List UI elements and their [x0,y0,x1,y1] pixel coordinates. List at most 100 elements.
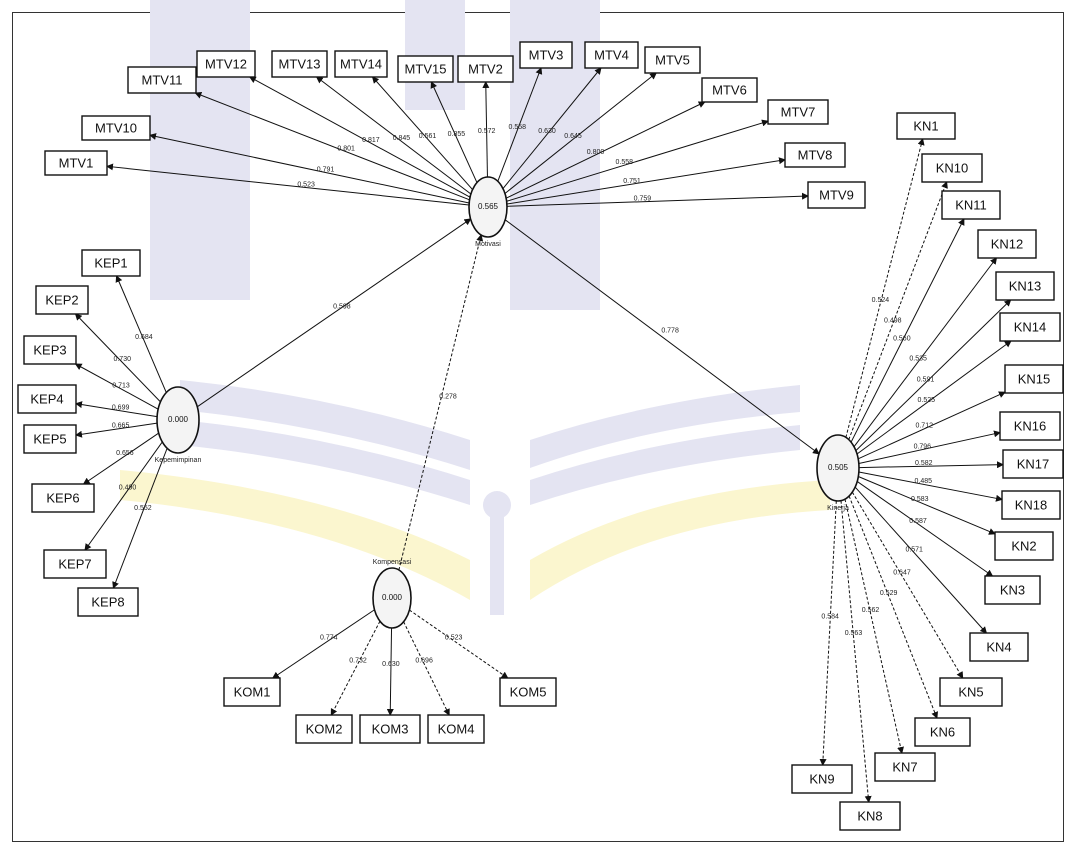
indicator-label-mtv2: MTV2 [468,61,503,76]
path-coefficient-motivasi-kinerja: 0.778 [661,328,679,335]
latent-r2-kompensasi: 0.000 [382,593,403,602]
latent-r2-kepemimpinan: 0.000 [168,415,189,424]
loading-label-kn8: 0.563 [845,630,863,637]
indicator-label-kn16: KN16 [1014,418,1047,433]
indicator-label-kn3: KN3 [1000,582,1025,597]
loading-label-kn11: 0.560 [893,336,911,343]
loading-label-mtv2: 0.572 [478,128,496,135]
loading-label-kn4: 0.571 [905,547,923,554]
loading-label-mtv8: 0.751 [623,178,641,185]
indicator-label-mtv11: MTV11 [142,72,183,87]
indicator-label-kep7: KEP7 [58,556,91,571]
indicator-label-mtv14: MTV14 [340,56,382,71]
indicator-label-mtv6: MTV6 [712,82,747,97]
loading-arrow-kn5 [852,492,962,678]
loading-label-kn1: 0.524 [872,297,890,304]
indicator-label-kn15: KN15 [1018,371,1051,386]
indicator-label-mtv7: MTV7 [781,104,816,119]
latent-name-kompensasi: Kompensasi [373,559,412,566]
loading-label-mtv1: 0.523 [297,181,315,188]
loading-label-kn16: 0.796 [914,443,932,450]
indicator-label-kn17: KN17 [1017,456,1050,471]
indicator-label-kom3: KOM3 [372,721,409,736]
loading-label-kom1: 0.774 [320,634,338,641]
indicator-label-mtv8: MTV8 [798,147,833,162]
indicator-label-kep5: KEP5 [33,431,66,446]
loading-label-mtv5: 0.645 [564,133,582,140]
loading-label-mtv6: 0.800 [587,149,605,156]
loading-arrow-kn11 [851,219,964,442]
loading-label-mtv15: 0.855 [448,131,466,138]
loading-label-kom5: 0.523 [445,634,463,641]
loading-label-kn2: 0.583 [911,496,929,503]
indicator-label-kep2: KEP2 [45,292,78,307]
loading-arrow-kn12 [854,258,996,447]
loading-arrow-kn13 [856,300,1011,451]
loading-label-kn6: 0.529 [880,590,898,597]
latent-r2-motivasi: 0.565 [478,202,499,211]
loading-label-kom2: 0.732 [349,657,367,664]
loading-arrow-kn7 [845,499,902,753]
indicator-label-kep4: KEP4 [30,391,63,406]
loading-label-kep3: 0.713 [112,383,130,390]
indicator-label-kn1: KN1 [913,118,938,133]
loading-label-mtv3: 0.558 [508,124,526,131]
indicator-label-kn11: KN11 [955,197,987,212]
loading-label-kn3: 0.587 [909,518,927,525]
indicator-label-kom5: KOM5 [510,684,547,699]
indicator-label-kn10: KN10 [936,160,969,175]
indicator-label-mtv4: MTV4 [594,47,629,62]
loading-label-mtv9: 0.759 [634,196,652,203]
latent-name-kinerja: Kinerja [827,505,849,512]
loading-label-kn18: 0.485 [914,478,932,485]
loading-label-mtv11: 0.801 [337,146,355,153]
loading-arrow-kep8 [113,448,167,588]
loading-label-mtv13: 0.845 [393,135,411,142]
loading-label-mtv7: 0.558 [615,159,633,166]
latent-name-kepemimpinan: Kepemimpinan [155,457,202,464]
indicator-label-kn5: KN5 [958,684,983,699]
loading-label-kn7: 0.562 [862,607,880,614]
indicator-label-kom1: KOM1 [234,684,271,699]
loading-label-kep5: 0.665 [112,422,130,429]
path-coefficient-kepemimpinan-motivasi: 0.598 [333,304,351,311]
indicator-label-mtv9: MTV9 [819,187,854,202]
loading-label-mtv12: 0.817 [362,137,380,144]
indicator-label-mtv5: MTV5 [655,52,690,67]
indicator-label-mtv3: MTV3 [529,47,564,62]
loading-label-kn15: 0.712 [915,423,933,430]
loading-label-kep7: 0.490 [119,484,137,491]
loading-arrow-kom4 [404,622,450,715]
latent-r2-kinerja: 0.505 [828,463,849,472]
loading-label-kn10: 0.498 [884,318,902,325]
loading-arrow-kom1 [273,610,375,678]
loading-label-kn12: 0.535 [909,356,927,363]
loading-arrow-kn8 [841,501,869,802]
loading-label-mtv4: 0.630 [538,128,556,135]
indicator-label-kn4: KN4 [986,639,1011,654]
loading-label-kep1: 0.684 [135,334,153,341]
loading-label-kep2: 0.730 [113,356,131,363]
path-arrow-kompensasi-motivasi [399,235,481,570]
loading-label-kep6: 0.656 [116,450,134,457]
indicator-label-mtv10: MTV10 [95,120,137,135]
indicator-label-kn9: KN9 [809,771,834,786]
indicator-label-kn2: KN2 [1011,538,1036,553]
indicator-label-kn18: KN18 [1015,497,1048,512]
indicator-label-mtv1: MTV1 [59,155,94,170]
indicator-label-kn8: KN8 [857,808,882,823]
loading-label-kn5: 0.647 [893,570,911,577]
indicator-label-mtv15: MTV15 [405,61,447,76]
indicator-label-kn12: KN12 [991,236,1024,251]
indicator-label-kep8: KEP8 [91,594,124,609]
loading-label-mtv10: 0.791 [317,166,335,173]
indicator-label-kn7: KN7 [892,759,917,774]
loading-arrow-kom3 [390,628,391,715]
loading-label-kom4: 0.696 [415,658,433,665]
indicator-label-kn14: KN14 [1014,319,1047,334]
loading-label-kep4: 0.699 [112,405,130,412]
loading-arrow-kom5 [409,610,507,678]
indicator-label-kn6: KN6 [930,724,955,739]
loading-label-kn13: 0.591 [917,377,935,384]
